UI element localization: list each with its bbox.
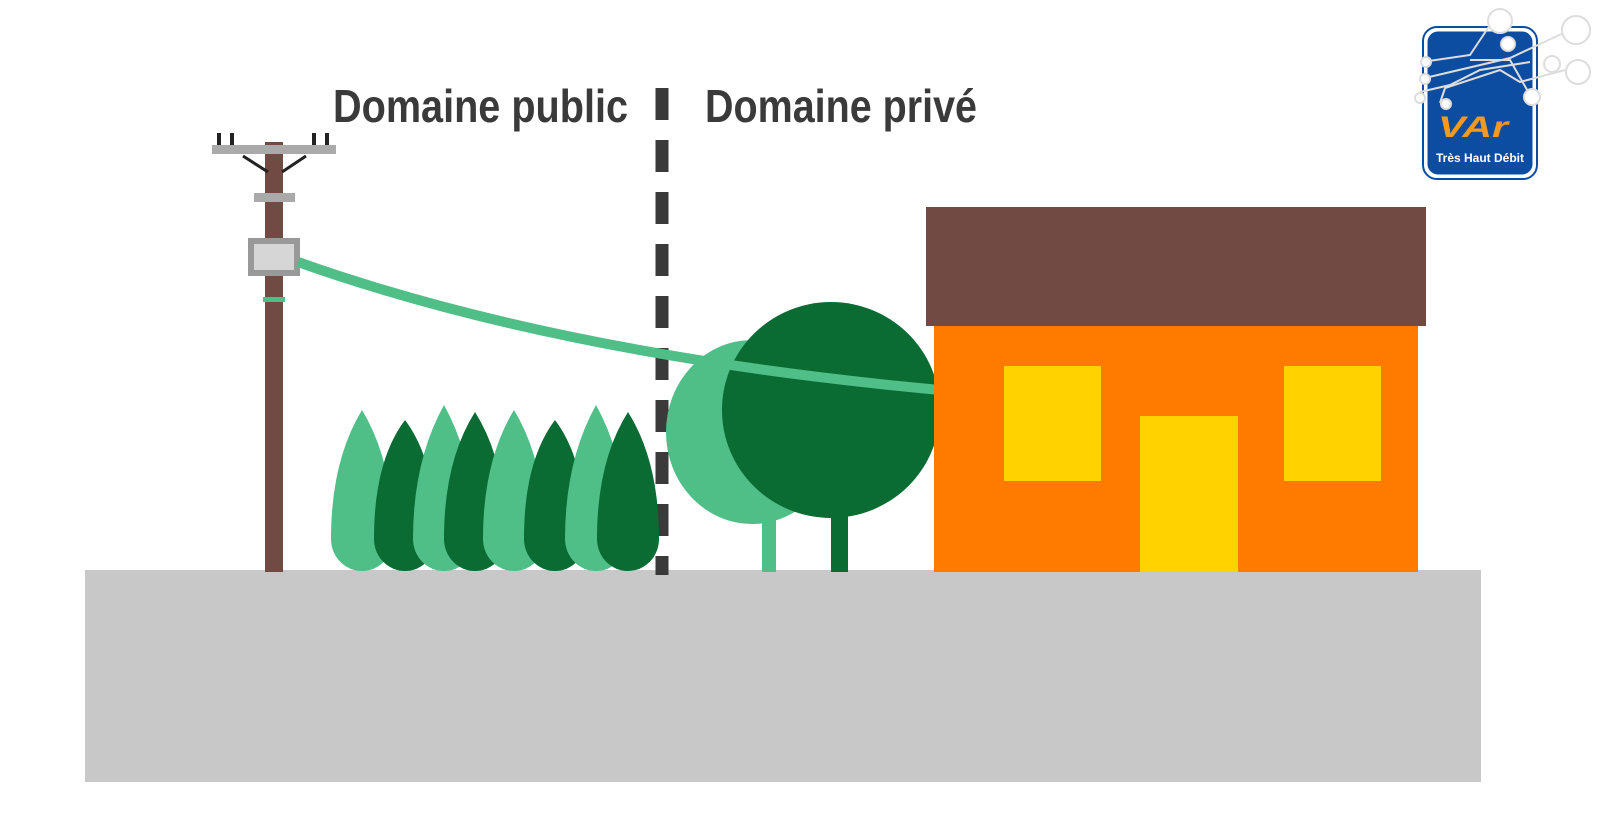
public-domain-label: Domaine public	[333, 80, 628, 132]
circuit-icon	[1414, 8, 1591, 110]
ground	[85, 570, 1481, 782]
logo-tagline: Très Haut Débit	[1436, 151, 1524, 165]
utility-pole	[212, 133, 336, 572]
var-tres-haut-debit-logo: VAr Très Haut Débit	[1414, 8, 1591, 180]
hedge-tree	[597, 412, 659, 571]
door	[1140, 416, 1238, 572]
private-domain-label: Domaine privé	[705, 80, 977, 132]
house	[926, 207, 1426, 572]
window-right	[1284, 366, 1381, 481]
round-tree-dark	[722, 302, 940, 572]
window-left	[1004, 366, 1101, 481]
house-roof	[926, 207, 1426, 326]
fiber-cable	[296, 257, 941, 395]
hedge-trees	[331, 405, 659, 571]
logo-brand: VAr	[1438, 111, 1511, 144]
